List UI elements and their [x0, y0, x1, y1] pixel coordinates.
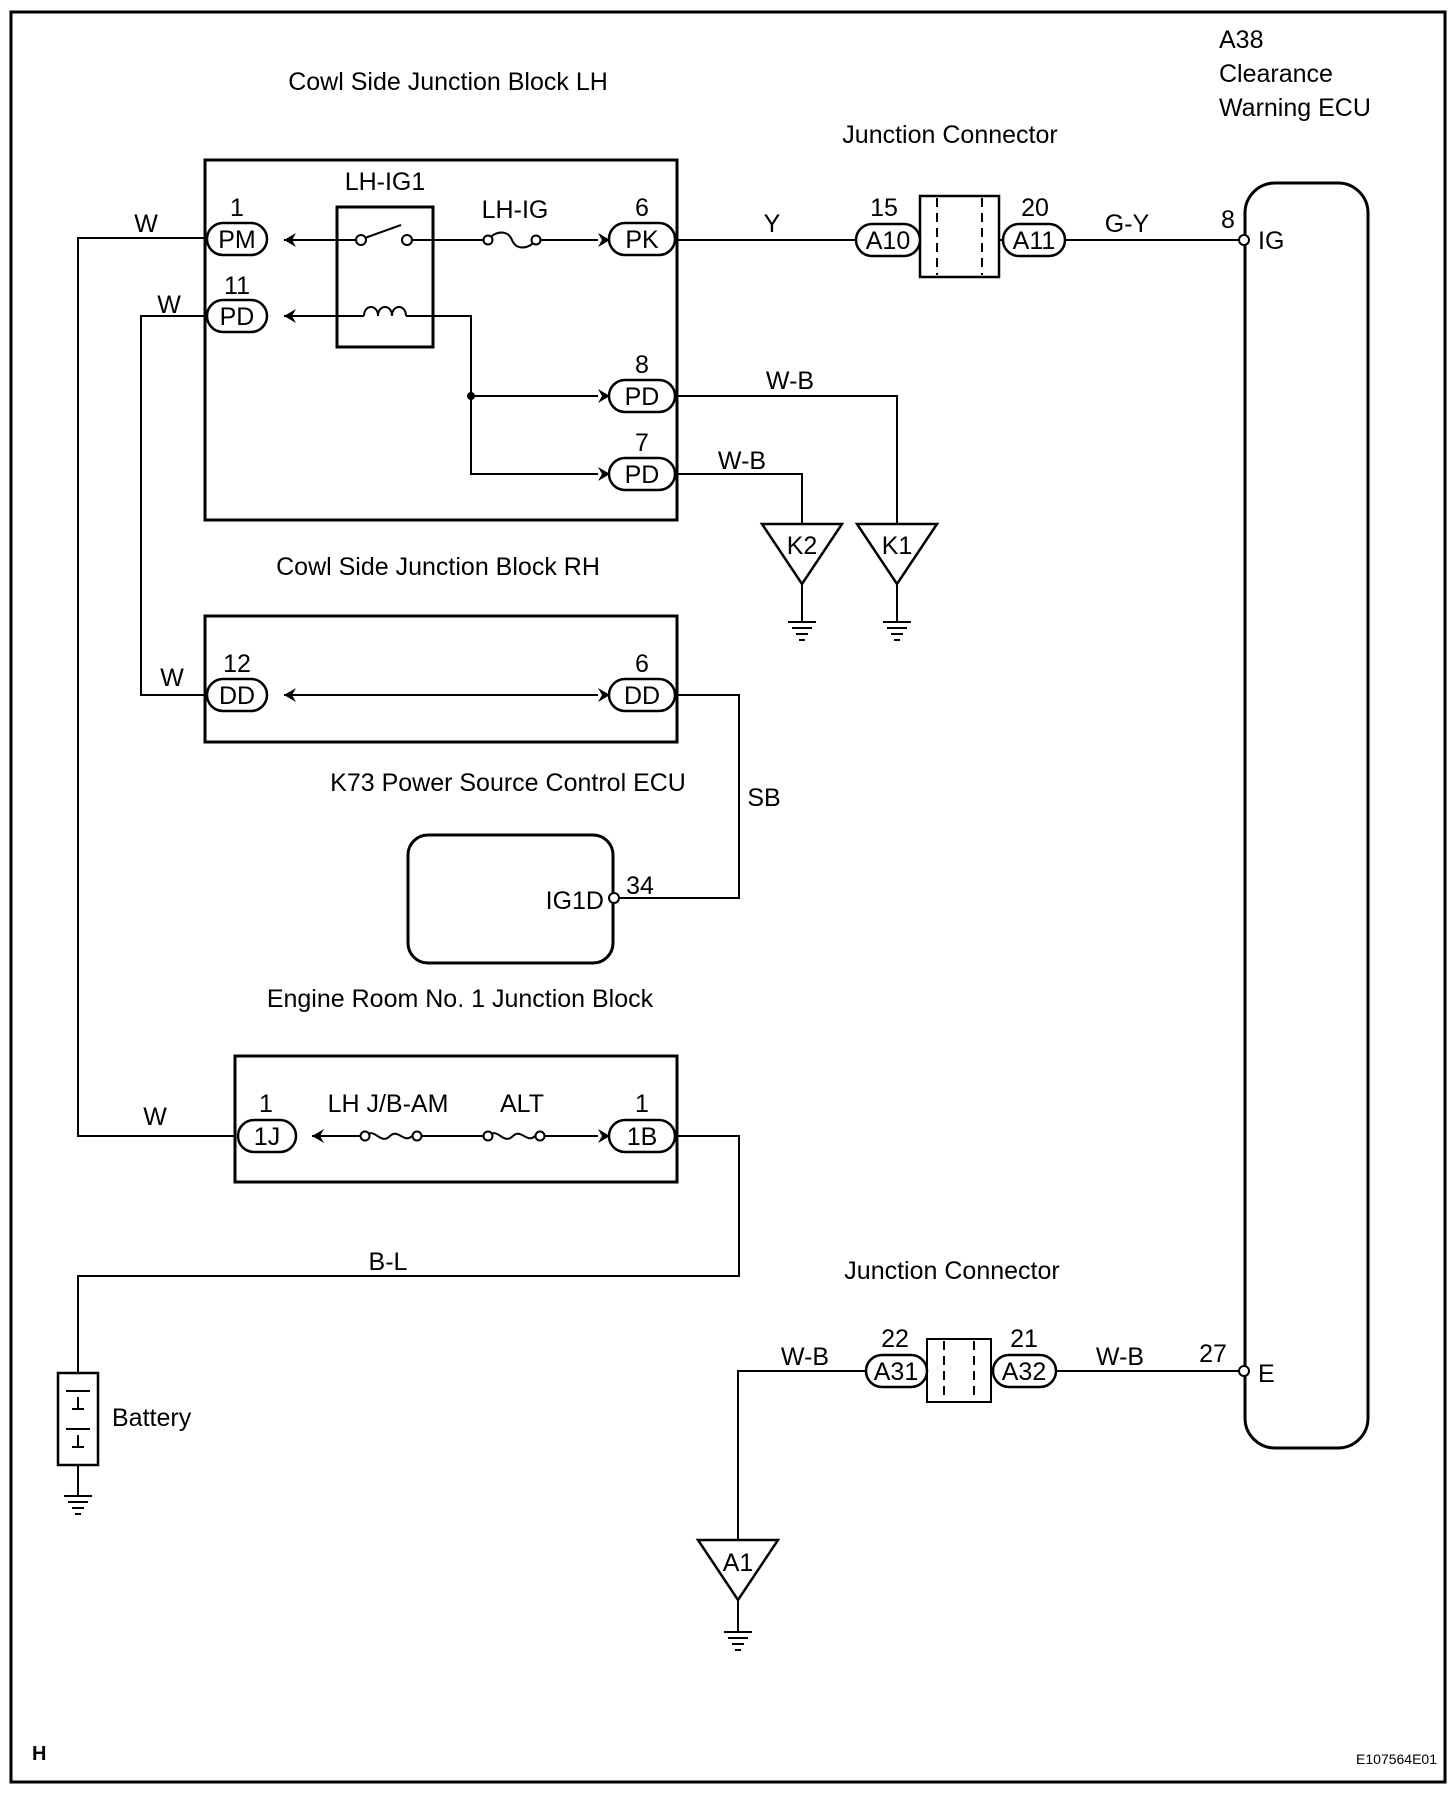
terminal-code: 1J — [254, 1123, 280, 1151]
terminal-num: 11 — [224, 272, 250, 300]
cowl-rh-title: Cowl Side Junction Block RH — [276, 553, 600, 581]
wire-label: SB — [747, 784, 780, 812]
cowl-lh-block — [203, 158, 679, 522]
wire-label: Y — [764, 210, 781, 238]
fuse-lh-ig-label: LH-IG — [482, 196, 549, 224]
terminal-code: DD — [219, 682, 255, 710]
ground-label: K2 — [787, 532, 818, 560]
wire-label: W — [134, 210, 158, 238]
ecu-pin-num: 34 — [626, 872, 654, 900]
k73-title: K73 Power Source Control ECU — [330, 769, 686, 797]
cowl-rh-block — [203, 614, 679, 744]
terminal-num: 1 — [259, 1090, 273, 1118]
terminal-num: 1 — [635, 1090, 649, 1118]
terminal-code: PM — [218, 226, 256, 254]
wire-label: W-B — [781, 1343, 829, 1371]
terminal-num: 1 — [230, 194, 244, 222]
terminal-code: A10 — [866, 227, 910, 255]
ecu-pin-num: 8 — [1221, 206, 1235, 234]
battery-symbol — [56, 1371, 100, 1467]
relay-label: LH-IG1 — [345, 168, 426, 196]
engine-room-title: Engine Room No. 1 Junction Block — [267, 985, 654, 1013]
wire-label: W — [160, 664, 184, 692]
fuse-alt-label: ALT — [500, 1090, 544, 1118]
ground-label: A1 — [723, 1549, 754, 1577]
terminal-num: 6 — [635, 650, 649, 678]
fuse-jb-am-label: LH J/B-AM — [328, 1090, 449, 1118]
ground-a1-symbol — [695, 1538, 781, 1603]
ground-k1-symbol — [854, 522, 940, 587]
wire-label: B-L — [369, 1248, 408, 1276]
terminal-num: 15 — [870, 194, 898, 222]
terminal-code: A31 — [874, 1358, 918, 1386]
wire-label: W-B — [766, 367, 814, 395]
relay-box — [335, 205, 435, 349]
terminal-num: 21 — [1010, 1325, 1038, 1353]
junction-connector-bottom-title: Junction Connector — [844, 1257, 1059, 1285]
terminal-code: DD — [624, 682, 660, 710]
terminal-code: A32 — [1002, 1358, 1046, 1386]
ground-label: K1 — [882, 532, 913, 560]
engine-room-block — [233, 1054, 679, 1184]
ground-k2-symbol — [759, 522, 845, 587]
terminal-code: 1B — [627, 1123, 658, 1151]
cowl-lh-title: Cowl Side Junction Block LH — [288, 68, 608, 96]
battery-label: Battery — [112, 1404, 192, 1432]
ecu-title-line3: Warning ECU — [1219, 94, 1371, 122]
ecu-pin-num: 27 — [1199, 1340, 1227, 1368]
terminal-code: A11 — [1013, 227, 1056, 255]
ecu-pin-name: IG — [1258, 227, 1284, 255]
terminal-num: 8 — [635, 351, 649, 379]
wire-label: W-B — [1096, 1343, 1144, 1371]
footer-left: H — [32, 1743, 46, 1765]
terminal-num: 7 — [635, 429, 649, 457]
footer-right: E107564E01 — [1356, 1751, 1437, 1767]
ecu-pin-name: IG1D — [546, 887, 604, 915]
terminal-num: 20 — [1021, 194, 1049, 222]
terminal-num: 22 — [881, 1325, 909, 1353]
junction-connector-top-title: Junction Connector — [842, 121, 1057, 149]
junction-connector-top — [918, 194, 1001, 279]
terminal-code: PD — [220, 303, 255, 331]
wire-label: W — [143, 1103, 167, 1131]
wire-label: G-Y — [1105, 210, 1150, 238]
terminal-num: 6 — [635, 194, 649, 222]
terminal-code: PD — [625, 383, 660, 411]
junction-connector-bottom — [926, 1338, 992, 1403]
wire-label: W — [157, 291, 181, 319]
ecu-title-line2: Clearance — [1219, 60, 1333, 88]
clearance-warning-ecu-box — [1243, 181, 1370, 1450]
terminal-num: 12 — [223, 650, 251, 678]
terminal-code: PD — [625, 461, 660, 489]
ecu-title-line1: A38 — [1219, 26, 1263, 54]
terminal-code: PK — [625, 226, 659, 254]
wire-label: W-B — [718, 447, 766, 475]
ecu-pin-name: E — [1258, 1360, 1275, 1388]
